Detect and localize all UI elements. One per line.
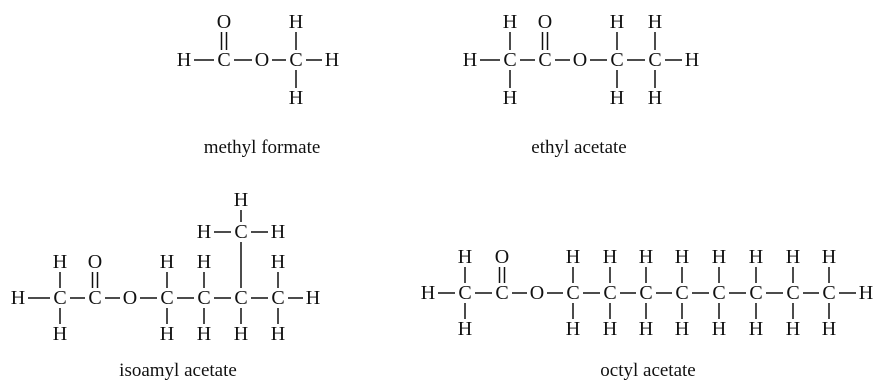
atom-h: H <box>566 246 580 268</box>
atom-c: C <box>160 287 173 309</box>
atom-c: C <box>822 282 835 304</box>
molecule-name: octyl acetate <box>600 360 695 381</box>
atom-h: H <box>786 318 800 340</box>
atom-c: C <box>88 287 101 309</box>
atom-c: C <box>271 287 284 309</box>
atom-c: C <box>566 282 579 304</box>
atom-h: H <box>566 318 580 340</box>
atom-h: H <box>503 11 517 33</box>
atom-h: H <box>675 246 689 268</box>
atom-h: H <box>859 282 873 304</box>
atom-c: C <box>648 49 661 71</box>
atom-c: C <box>603 282 616 304</box>
atom-c: C <box>53 287 66 309</box>
atom-c: C <box>197 287 210 309</box>
atom-h: H <box>458 246 472 268</box>
atom-h: H <box>177 49 191 71</box>
atom-h: H <box>325 49 339 71</box>
atom-h: H <box>271 323 285 345</box>
atom-h: H <box>822 246 836 268</box>
atom-h: H <box>749 246 763 268</box>
atom-c: C <box>639 282 652 304</box>
atom-h: H <box>197 221 211 243</box>
atom-o: O <box>88 251 102 273</box>
molecule-name: methyl formate <box>204 137 321 158</box>
atom-h: H <box>11 287 25 309</box>
atom-h: H <box>234 323 248 345</box>
atom-h: H <box>53 251 67 273</box>
atom-c: C <box>538 49 551 71</box>
atom-h: H <box>458 318 472 340</box>
atom-h: H <box>639 246 653 268</box>
atom-h: H <box>463 49 477 71</box>
atom-h: H <box>712 318 726 340</box>
atom-o: O <box>217 11 231 33</box>
molecule-name: isoamyl acetate <box>119 360 237 381</box>
atom-o: O <box>495 246 509 268</box>
atom-c: C <box>234 287 247 309</box>
atom-c: C <box>289 49 302 71</box>
molecule-name: ethyl acetate <box>531 137 626 158</box>
atom-c: C <box>495 282 508 304</box>
atom-h: H <box>610 87 624 109</box>
atom-c: C <box>217 49 230 71</box>
atom-c: C <box>786 282 799 304</box>
atom-o: O <box>538 11 552 33</box>
atom-h: H <box>648 87 662 109</box>
atom-c: C <box>712 282 725 304</box>
atom-h: H <box>749 318 763 340</box>
atom-o: O <box>530 282 544 304</box>
atom-h: H <box>160 323 174 345</box>
atom-h: H <box>234 189 248 211</box>
atom-h: H <box>603 246 617 268</box>
atom-h: H <box>271 251 285 273</box>
atom-o: O <box>255 49 269 71</box>
atom-h: H <box>685 49 699 71</box>
atom-c: C <box>749 282 762 304</box>
atom-h: H <box>712 246 726 268</box>
atom-h: H <box>306 287 320 309</box>
atom-c: C <box>503 49 516 71</box>
atom-h: H <box>786 246 800 268</box>
atom-c: C <box>610 49 623 71</box>
atom-h: H <box>197 251 211 273</box>
atom-c: C <box>675 282 688 304</box>
atom-h: H <box>648 11 662 33</box>
atom-o: O <box>123 287 137 309</box>
atom-h: H <box>289 11 303 33</box>
atom-c: C <box>234 221 247 243</box>
atom-h: H <box>271 221 285 243</box>
atom-h: H <box>822 318 836 340</box>
atom-h: H <box>160 251 174 273</box>
atom-h: H <box>639 318 653 340</box>
atom-h: H <box>197 323 211 345</box>
atom-h: H <box>675 318 689 340</box>
atom-h: H <box>53 323 67 345</box>
atom-c: C <box>458 282 471 304</box>
atom-h: H <box>503 87 517 109</box>
atom-h: H <box>289 87 303 109</box>
atom-o: O <box>573 49 587 71</box>
atom-h: H <box>610 11 624 33</box>
atom-h: H <box>603 318 617 340</box>
atom-h: H <box>421 282 435 304</box>
